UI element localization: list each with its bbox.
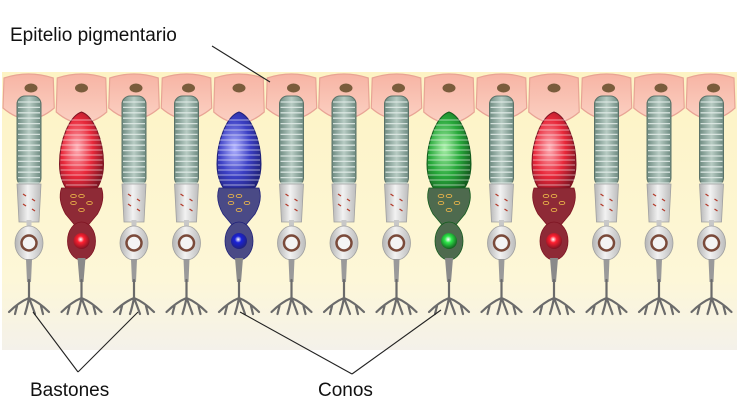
- bastones-pointer-line-2: [77, 311, 139, 373]
- green-cone-cell: [426, 111, 472, 316]
- red-cone-cell: [58, 111, 105, 316]
- epitelio-pigmentario-label: Epitelio pigmentario: [10, 25, 177, 46]
- epithelial-nucleus: [392, 83, 405, 93]
- epithelial-nucleus: [707, 83, 720, 93]
- epithelial-cell: [423, 73, 475, 124]
- synaptic-terminal: [7, 278, 51, 316]
- rod-nucleus: [702, 234, 721, 252]
- synaptic-terminal: [585, 278, 628, 316]
- rod-cell: [480, 95, 523, 316]
- synaptic-terminal: [217, 278, 261, 316]
- rod-nucleus: [282, 234, 301, 252]
- red-cone-nucleus: [73, 233, 90, 249]
- synaptic-terminal: [270, 278, 313, 316]
- epithelial-nucleus: [287, 83, 300, 93]
- rod-cell: [112, 95, 156, 316]
- bastones-pointer-line-1: [32, 311, 79, 373]
- rod-nucleus: [177, 234, 196, 252]
- rod-cell: [585, 95, 628, 316]
- rod-cell: [375, 95, 418, 316]
- photoreceptor-cells: [7, 95, 733, 316]
- rod-nucleus: [20, 234, 38, 252]
- rod-nucleus: [125, 234, 143, 252]
- rod-cell: [690, 95, 733, 316]
- conos-pointer-line-1: [239, 311, 353, 375]
- epithelial-cell: [528, 73, 580, 124]
- rod-cell: [322, 95, 366, 316]
- epithelial-nucleus: [654, 83, 668, 93]
- rod-nucleus: [492, 234, 511, 252]
- synaptic-terminal: [427, 278, 471, 316]
- epithelial-cell: [213, 73, 265, 124]
- rod-nucleus: [597, 234, 616, 252]
- synaptic-terminal: [60, 278, 103, 316]
- epithelial-cell: [55, 73, 108, 124]
- synaptic-terminal: [165, 278, 208, 316]
- rod-cell: [270, 95, 313, 316]
- retina-background: [2, 72, 737, 350]
- synaptic-terminal: [637, 278, 681, 316]
- epithelial-nucleus: [129, 83, 143, 93]
- rod-cell: [7, 95, 51, 316]
- synaptic-terminal: [532, 278, 576, 316]
- red-cone-cell: [531, 111, 577, 316]
- epithelial-nucleus: [24, 83, 38, 93]
- epitelio-pointer-line: [211, 45, 271, 83]
- synaptic-terminal: [322, 278, 366, 316]
- green-cone-nucleus: [441, 233, 457, 249]
- epithelial-nucleus: [442, 83, 456, 93]
- epithelial-nucleus: [547, 83, 561, 93]
- rod-nucleus: [387, 234, 406, 252]
- pointer-lines: [32, 45, 442, 375]
- rod-nucleus: [650, 234, 668, 252]
- epithelial-nucleus: [339, 83, 353, 93]
- epithelial-nucleus: [232, 83, 246, 93]
- epithelial-nucleus: [75, 83, 88, 93]
- bastones-label: Bastones: [30, 380, 110, 401]
- blue-cone-nucleus: [231, 233, 247, 249]
- epithelial-nucleus: [497, 83, 510, 93]
- rod-nucleus: [335, 234, 353, 252]
- conos-label: Conos: [318, 380, 373, 401]
- synaptic-terminal: [375, 278, 418, 316]
- epithelial-nucleus: [182, 83, 195, 93]
- synaptic-terminal: [112, 278, 156, 316]
- epithelial-nucleus: [602, 83, 615, 93]
- blue-cone-cell: [216, 111, 262, 316]
- rod-cell: [637, 95, 681, 316]
- rod-cell: [165, 95, 208, 316]
- synaptic-terminal: [690, 278, 733, 316]
- conos-pointer-line-2: [351, 309, 442, 375]
- red-cone-nucleus: [546, 233, 562, 249]
- synaptic-terminal: [480, 278, 523, 316]
